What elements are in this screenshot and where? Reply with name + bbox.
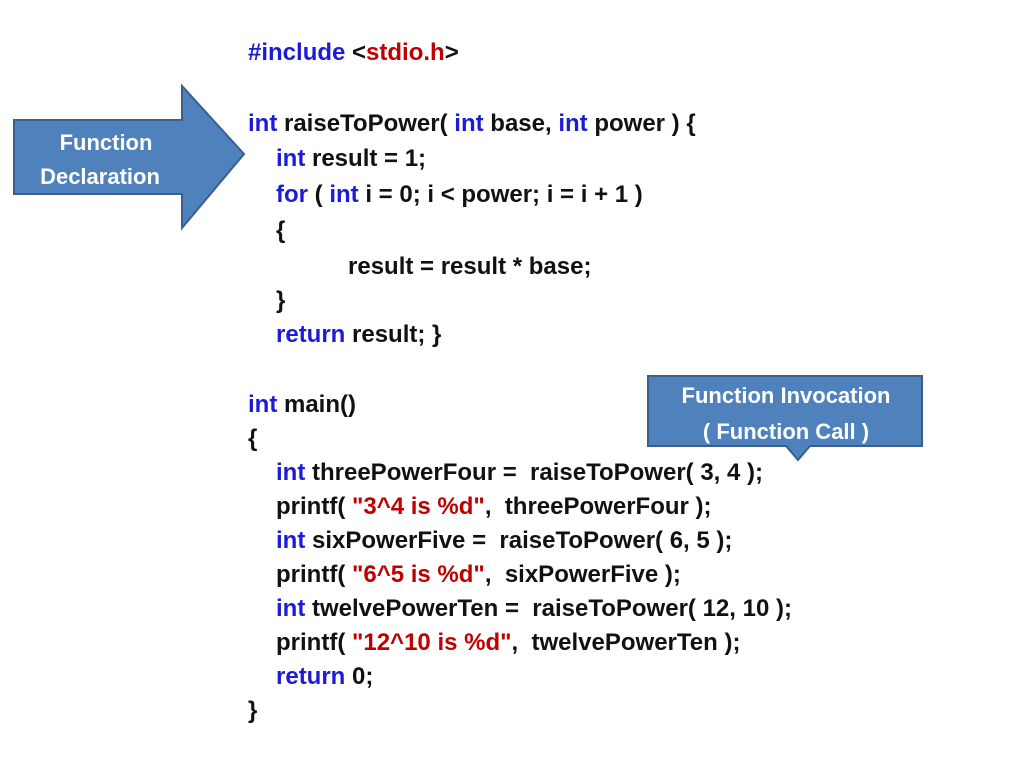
code-line-loop-open-brace: { <box>276 217 286 244</box>
function-invocation-callout: Function Invocation ( Function Call ) <box>647 375 923 462</box>
include-directive: #include <box>248 39 346 66</box>
code-line-loop-body: result = result * base; <box>348 253 592 280</box>
callout-shape <box>647 375 923 462</box>
include-header: stdio.h <box>366 39 445 66</box>
declaration-label-line1: Function <box>60 130 153 155</box>
string-literal: "3^4 is %d" <box>351 493 485 520</box>
code-line-six-power-five: int sixPowerFive = raiseToPower( 6, 5 ); <box>276 527 733 554</box>
code-line-main-open-brace: { <box>248 425 258 452</box>
invocation-label-line2: ( Function Call ) <box>703 419 869 444</box>
arrow-shape <box>13 83 246 231</box>
code-line-printf-six: printf( "6^5 is %d", sixPowerFive ); <box>276 561 681 588</box>
code-line-for-loop: for ( int i = 0; i < power; i = i + 1 ) <box>276 181 643 208</box>
declaration-label-line2: Declaration <box>40 164 160 189</box>
code-line-loop-close-brace: } <box>276 287 286 314</box>
code-line-printf-twelve: printf( "12^10 is %d", twelvePowerTen ); <box>276 629 741 656</box>
code-line-function-signature: int raiseToPower( int base, int power ) … <box>248 110 696 137</box>
string-literal: "12^10 is %d" <box>351 629 512 656</box>
string-literal: "6^5 is %d" <box>351 561 485 588</box>
code-line-result-init: int result = 1; <box>276 145 427 172</box>
code-line-return-zero: return 0; <box>276 663 374 690</box>
code-line-main-close-brace: } <box>248 697 258 724</box>
code-line-include: #include <stdio.h> <box>248 39 459 66</box>
code-line-main-signature: int main() <box>248 391 356 418</box>
code-line-printf-three: printf( "3^4 is %d", threePowerFour ); <box>276 493 712 520</box>
function-declaration-callout: Function Declaration <box>13 83 246 231</box>
code-line-twelve-power-ten: int twelvePowerTen = raiseToPower( 12, 1… <box>276 595 792 622</box>
invocation-label-line1: Function Invocation <box>682 383 891 408</box>
code-line-return-result: return result; } <box>276 321 442 348</box>
code-line-three-power-four: int threePowerFour = raiseToPower( 3, 4 … <box>276 459 764 486</box>
